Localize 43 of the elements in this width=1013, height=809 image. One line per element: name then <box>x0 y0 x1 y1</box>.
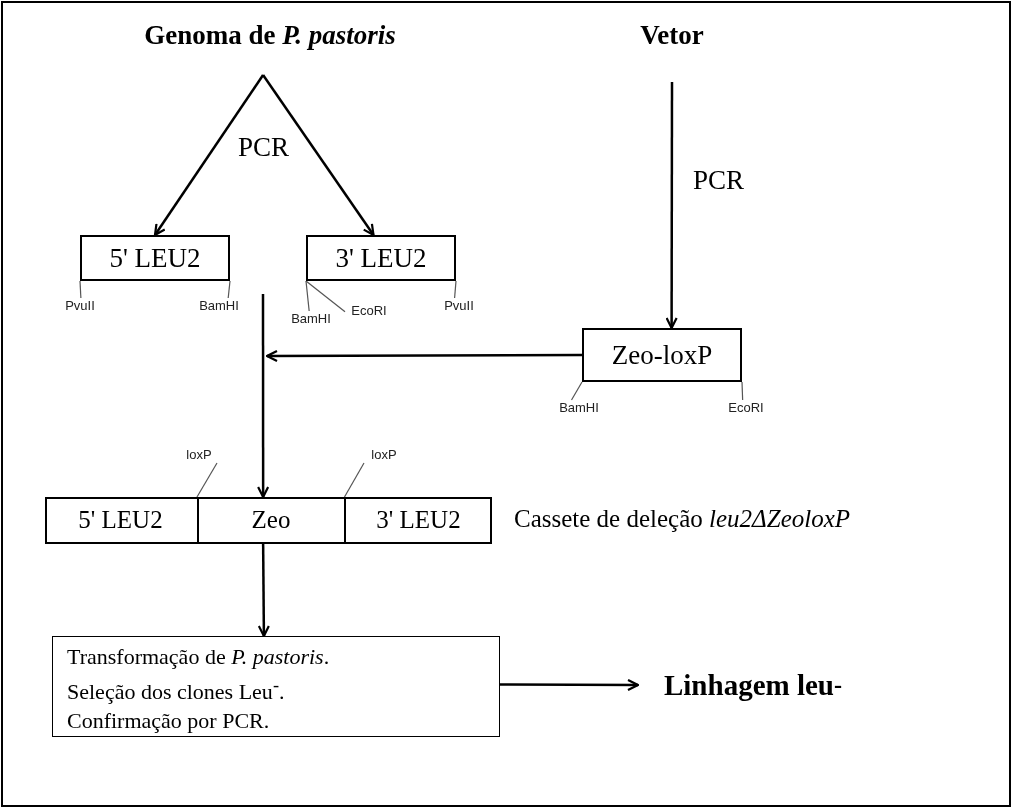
process-box <box>52 636 500 737</box>
arrow <box>262 74 375 237</box>
step-label: PCR <box>238 132 290 163</box>
restriction-site-label: PvuII <box>437 298 481 314</box>
leader-line <box>305 280 310 312</box>
arrow <box>665 82 678 330</box>
restriction-site-label: EcoRI <box>345 303 393 319</box>
gene-label: 5' LEU2 <box>109 242 201 274</box>
gene-label: 3' LEU2 <box>335 242 427 274</box>
restriction-site-label: BamHI <box>196 298 242 314</box>
leader-line <box>570 381 583 401</box>
gene-label: 5' LEU2 <box>78 506 163 534</box>
leader-line <box>454 280 457 299</box>
restriction-site-label: PvuII <box>58 298 102 314</box>
leader-line <box>196 462 218 498</box>
gene-box <box>80 235 230 281</box>
cassette-caption: Cassete de deleção leu2ΔZeoloxP <box>514 505 851 533</box>
restriction-site-label: loxP <box>179 447 219 463</box>
gene-box <box>582 328 742 382</box>
arrow <box>500 678 640 692</box>
step-text: Seleção dos clones Leu$^{-}$. <box>67 674 285 707</box>
step-text: Transformação de P. pastoris. <box>67 643 330 671</box>
heading-text: Vetor <box>560 20 784 82</box>
arrow <box>153 74 265 237</box>
heading-text: Genoma de P. pastoris <box>105 20 435 75</box>
restriction-site-label: BamHI <box>554 400 604 416</box>
step-text: Confirmação por PCR. <box>67 707 270 736</box>
gene-label: Zeo-loxP <box>611 339 713 371</box>
restriction-site-label: BamHI <box>288 311 334 327</box>
cassette-bar <box>45 497 492 544</box>
gene-label: 3' LEU2 <box>376 506 461 534</box>
gene-label: Zeo <box>251 506 291 534</box>
leader-line <box>741 381 744 401</box>
restriction-site-label: EcoRI <box>722 400 770 416</box>
arrow <box>257 294 270 499</box>
arrow <box>265 349 582 363</box>
arrow <box>257 544 270 638</box>
leader-line <box>227 280 231 299</box>
leader-line <box>305 280 346 313</box>
gene-box <box>306 235 456 281</box>
restriction-site-label: loxP <box>364 447 404 463</box>
leader-line <box>79 280 82 299</box>
leader-line <box>343 462 365 498</box>
